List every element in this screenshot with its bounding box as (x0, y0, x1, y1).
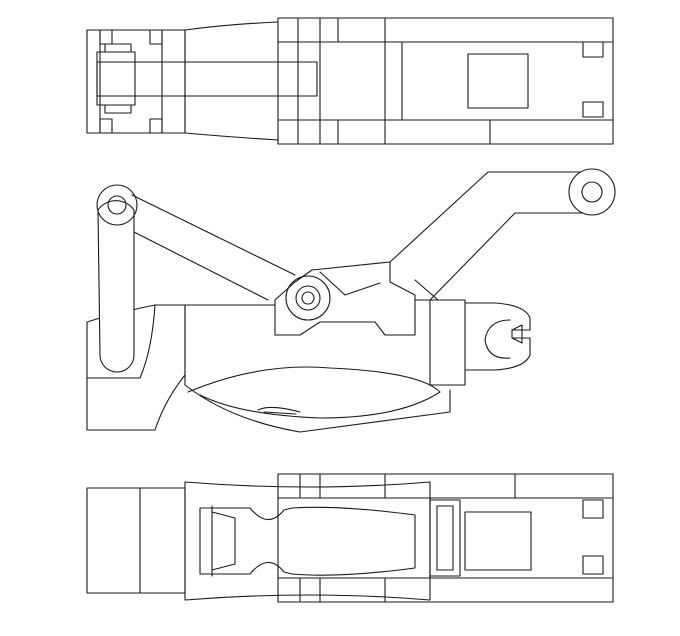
bottom-view-rear-block (86, 487, 186, 594)
side-view-upper-link (131, 194, 296, 301)
side-view-body (184, 304, 451, 433)
top-view-housing (277, 17, 614, 145)
top-view-end-cap (86, 29, 186, 134)
top-view (86, 17, 614, 145)
bottom-view-handle (184, 481, 431, 601)
top-view-neck (184, 21, 279, 141)
top-view-shaft (96, 61, 318, 97)
bottom-view-housing (277, 473, 614, 603)
bottom-view (86, 473, 614, 603)
side-view-clevis (429, 299, 531, 386)
side-view-lever (96, 184, 138, 373)
side-view-upper-arm (389, 168, 616, 301)
side-view (86, 168, 616, 433)
side-view-hub (274, 261, 416, 336)
